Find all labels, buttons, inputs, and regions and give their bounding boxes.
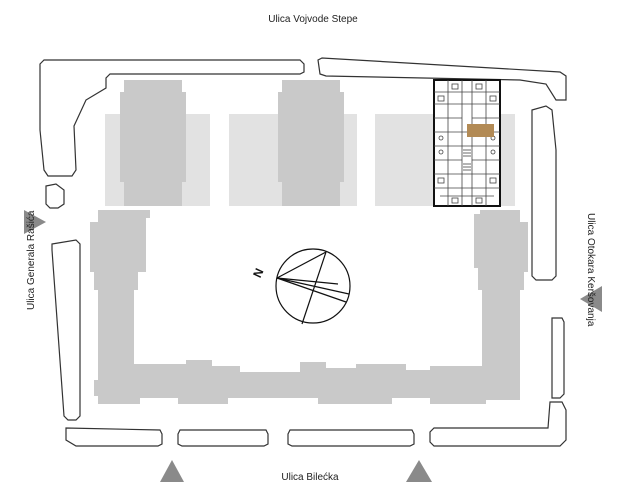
perimeter-top-right bbox=[317, 57, 567, 101]
building-tower-left bbox=[120, 80, 186, 206]
highlighted-unit[interactable] bbox=[467, 124, 494, 137]
entrance-arrow-icon bbox=[160, 460, 184, 482]
building-u-block bbox=[90, 210, 528, 404]
street-label-right: Ulica Otokara Keršovanja bbox=[585, 213, 596, 327]
perimeter-left bbox=[51, 239, 81, 421]
perimeter-left-small bbox=[45, 183, 65, 209]
perimeter-bottom-right bbox=[429, 401, 567, 447]
perimeter-top-left bbox=[39, 59, 305, 177]
entrance-arrow-icon bbox=[406, 460, 432, 482]
perimeter-bottom-mid-left bbox=[177, 429, 269, 447]
entrance-arrow-icon bbox=[580, 286, 602, 312]
highlighted-building[interactable] bbox=[433, 79, 501, 207]
building-tower-middle bbox=[278, 80, 344, 206]
floor-plan-lines bbox=[434, 80, 500, 206]
compass-icon bbox=[275, 248, 351, 325]
perimeter-bottom-mid-right bbox=[287, 429, 415, 447]
entrance-arrow-icon bbox=[24, 210, 46, 234]
building-footprints bbox=[90, 80, 528, 404]
perimeter-bottom-left bbox=[65, 427, 163, 447]
perimeter-right-upper bbox=[531, 105, 557, 281]
street-label-left: Ulica Generala Rašića bbox=[26, 210, 37, 311]
street-label-bottom: Ulica Bilećka bbox=[281, 472, 339, 483]
street-label-top: Ulica Vojvode Stepe bbox=[268, 14, 358, 25]
perimeter-right-lower bbox=[551, 317, 565, 399]
site-perimeter bbox=[39, 57, 567, 447]
entrance-arrows bbox=[24, 210, 602, 482]
highlighted-building-outline[interactable] bbox=[433, 79, 501, 207]
